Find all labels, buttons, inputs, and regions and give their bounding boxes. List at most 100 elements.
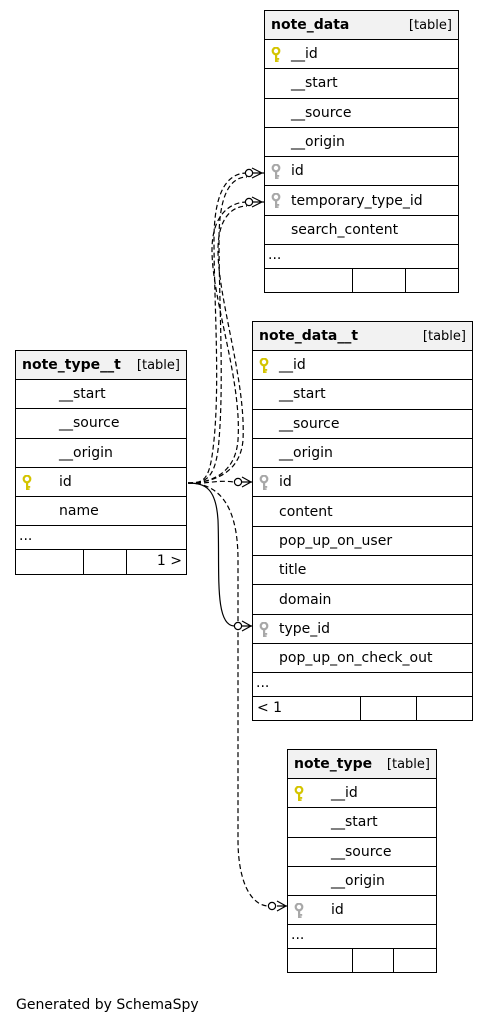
footer-cell — [406, 269, 458, 293]
column-name: __id — [331, 785, 358, 802]
footer-cell — [16, 550, 84, 575]
column-row[interactable]: __id — [253, 351, 472, 381]
column-name: __id — [291, 46, 318, 63]
table-header: note_type__t [table] — [16, 351, 186, 380]
table-note-type-t[interactable]: note_type__t [table] __start __source __or… — [15, 350, 187, 575]
footer-cell — [394, 949, 436, 973]
foreign-key-icon — [259, 474, 273, 491]
table-header: note_data [table] — [265, 11, 458, 40]
footer-cell — [265, 269, 353, 294]
table-footer: < 1 — [253, 697, 472, 722]
column-name: temporary_type_id — [291, 192, 423, 209]
footer-cell — [353, 269, 406, 294]
edge-note-type-t-to-note-data-temp-type-2 — [187, 205, 248, 484]
footer-cell — [417, 697, 472, 721]
more-columns: ... — [16, 526, 186, 551]
more-columns: ... — [253, 673, 472, 698]
column-name: __source — [59, 415, 120, 432]
primary-key-icon — [294, 785, 308, 802]
table-note-data[interactable]: note_data [table] __id __start __source __o… — [264, 10, 459, 294]
column-name: pop_up_on_check_out — [279, 650, 433, 667]
column-row[interactable]: domain — [253, 585, 472, 615]
column-row[interactable]: __start — [253, 380, 472, 410]
primary-key-icon — [22, 474, 36, 491]
column-name: __source — [331, 843, 392, 860]
table-header: note_data__t [table] — [253, 322, 472, 351]
footer-cell: 1 > — [156, 553, 182, 570]
column-row[interactable]: type_id — [253, 615, 472, 644]
table-name: note_data — [271, 17, 350, 33]
column-row[interactable]: id — [16, 468, 186, 498]
column-name: __origin — [291, 134, 345, 151]
column-name: id — [59, 474, 72, 491]
table-footer — [265, 269, 458, 294]
table-note-data-t[interactable]: note_data__t [table] __id __start__source… — [252, 321, 473, 722]
table-name: note_type — [294, 756, 373, 772]
column-name: __start — [331, 814, 378, 831]
more-columns: ... — [288, 925, 436, 950]
column-row[interactable]: __start — [16, 380, 186, 410]
column-row[interactable]: pop_up_on_user — [253, 527, 472, 557]
column-name: __id — [279, 357, 306, 374]
edge-note-type-t-to-note-data-id-2 — [187, 176, 248, 484]
column-row[interactable]: __origin — [265, 128, 458, 158]
column-name: __origin — [279, 445, 333, 462]
table-type: [table] — [408, 17, 452, 33]
column-row[interactable]: content — [253, 497, 472, 527]
table-header: note_type [table] — [288, 750, 436, 779]
column-name: id — [279, 474, 292, 491]
column-row[interactable]: __source — [253, 410, 472, 439]
column-row[interactable]: __origin — [16, 439, 186, 468]
column-name: __source — [291, 104, 352, 121]
column-row[interactable]: name — [16, 497, 186, 527]
column-row[interactable]: __source — [288, 838, 436, 867]
column-row[interactable]: id — [253, 468, 472, 498]
table-name: note_type__t — [22, 357, 121, 373]
footer-cell — [288, 949, 353, 974]
column-name: search_content — [291, 221, 399, 238]
edge-note-type-t-to-note-data-t-id — [188, 480, 235, 484]
column-row[interactable]: __source — [16, 409, 186, 439]
table-note-type[interactable]: note_type [table] __id __start __source __o… — [287, 749, 437, 974]
edge-note-type-t-to-note-data-temp-type — [187, 201, 248, 484]
column-row[interactable]: search_content — [265, 216, 458, 246]
edge-note-type-t-to-note-type-id — [187, 482, 269, 907]
column-row[interactable]: title — [253, 556, 472, 586]
column-row[interactable]: __origin — [253, 439, 472, 469]
column-row[interactable]: temporary_type_id — [265, 186, 458, 216]
primary-key-icon — [271, 46, 285, 63]
column-name: pop_up_on_user — [279, 532, 393, 549]
column-row[interactable]: id — [288, 896, 436, 926]
column-name: title — [279, 562, 307, 579]
table-type: [table] — [422, 328, 466, 344]
primary-key-icon — [259, 357, 273, 374]
column-row[interactable]: __start — [265, 69, 458, 99]
edge-note-type-t-to-note-data-t-type-id — [187, 482, 235, 627]
column-name: content — [279, 503, 333, 520]
column-row[interactable]: pop_up_on_check_out — [253, 644, 472, 674]
footer-cell: < 1 — [253, 697, 361, 722]
column-name: id — [291, 163, 304, 180]
column-name: __start — [291, 75, 338, 92]
column-row[interactable]: __source — [265, 99, 458, 128]
column-name: __origin — [331, 873, 385, 890]
foreign-key-icon — [259, 621, 273, 638]
foreign-key-icon — [271, 163, 285, 180]
column-name: domain — [279, 591, 332, 608]
column-row[interactable]: __id — [288, 779, 436, 809]
table-footer — [288, 949, 436, 974]
column-row[interactable]: id — [265, 157, 458, 187]
foreign-key-icon — [294, 902, 308, 919]
table-type: [table] — [136, 357, 180, 373]
table-type: [table] — [386, 756, 430, 772]
column-row[interactable]: __id — [265, 40, 458, 70]
column-row[interactable]: __start — [288, 808, 436, 838]
foreign-key-icon — [271, 193, 285, 209]
footer-cell — [84, 550, 127, 575]
column-row[interactable]: __origin — [288, 867, 436, 897]
more-columns: ... — [265, 245, 458, 270]
edge-note-type-t-to-note-data-id — [187, 172, 248, 484]
column-name: name — [59, 503, 99, 520]
table-footer: 1 > — [16, 550, 186, 575]
